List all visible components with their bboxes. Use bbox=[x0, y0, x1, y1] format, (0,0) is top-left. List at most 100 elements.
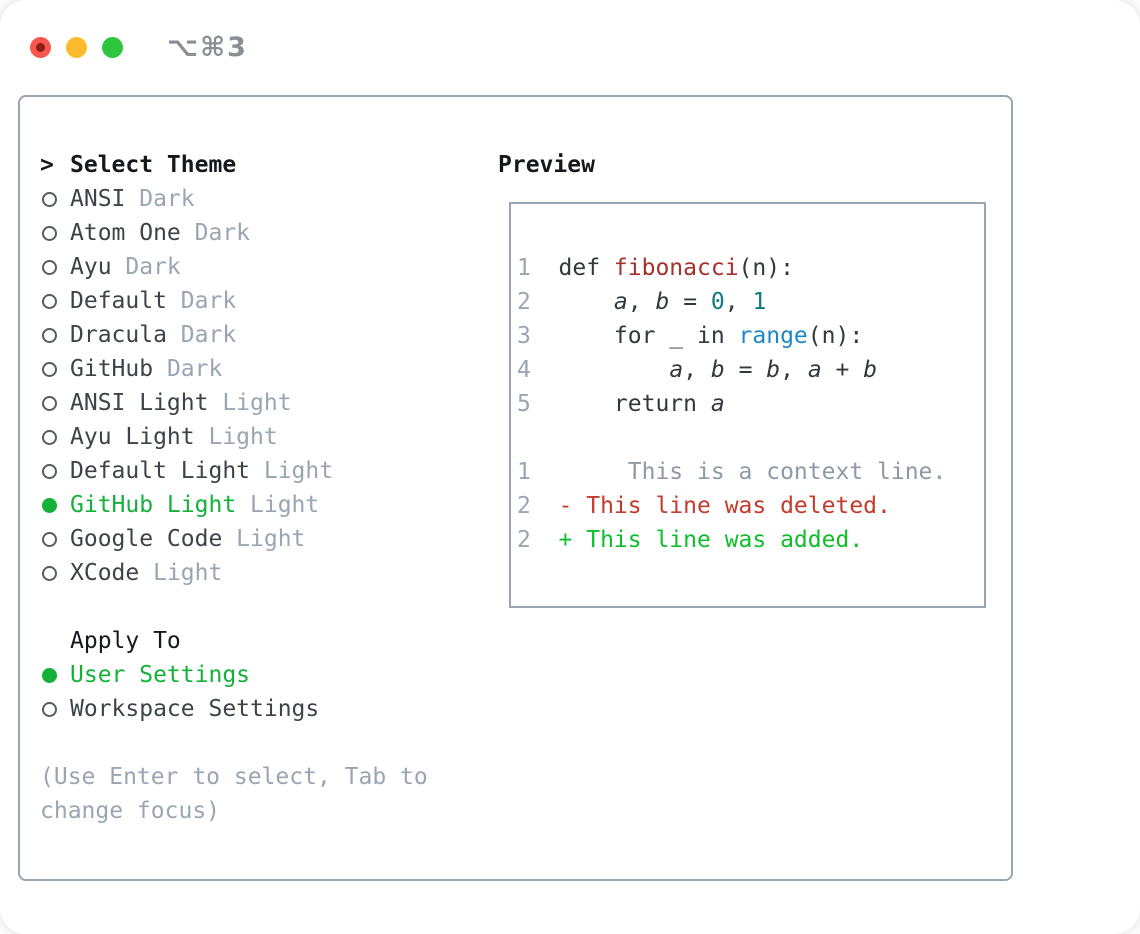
apply-to-header-row: Apply To bbox=[40, 624, 498, 658]
theme-variant: Light bbox=[222, 390, 292, 416]
line-number: 5 bbox=[517, 391, 531, 417]
line-number: 2 bbox=[517, 289, 531, 315]
radio-unselected-icon bbox=[40, 293, 70, 309]
line-number: 1 bbox=[517, 459, 531, 485]
line-number: 2 bbox=[517, 493, 531, 519]
close-button[interactable] bbox=[30, 37, 51, 58]
line-content: a, b = 0, 1 bbox=[613, 289, 767, 315]
prompt-caret: > bbox=[40, 152, 54, 178]
radio-unselected-icon bbox=[40, 395, 70, 411]
apply-option-label: Workspace Settings bbox=[70, 696, 320, 722]
maximize-button[interactable] bbox=[102, 37, 123, 58]
code-line: 5 return a bbox=[517, 387, 984, 421]
theme-option-ayu[interactable]: Ayu Dark bbox=[40, 250, 498, 284]
theme-variant: Dark bbox=[180, 288, 237, 314]
help-line-1: (Use Enter to select, Tab to bbox=[40, 764, 428, 790]
spacer bbox=[40, 590, 498, 624]
line-content: - This line was deleted. bbox=[558, 493, 891, 519]
code-line: 2 a, b = 0, 1 bbox=[517, 285, 984, 319]
theme-name: ANSI bbox=[70, 186, 126, 212]
theme-option-ansi-light[interactable]: ANSI Light Light bbox=[40, 386, 498, 420]
theme-option-xcode[interactable]: XCode Light bbox=[40, 556, 498, 590]
radio-unselected-icon bbox=[40, 701, 70, 717]
theme-variant: Dark bbox=[180, 322, 237, 348]
minimize-button[interactable] bbox=[66, 37, 87, 58]
theme-name: Default Light bbox=[70, 458, 251, 484]
traffic-lights bbox=[30, 37, 123, 58]
theme-option-ayu-light[interactable]: Ayu Light Light bbox=[40, 420, 498, 454]
theme-variant: Light bbox=[250, 492, 320, 518]
theme-option-dracula[interactable]: Dracula Dark bbox=[40, 318, 498, 352]
theme-option-google-code[interactable]: Google Code Light bbox=[40, 522, 498, 556]
close-dot-icon bbox=[36, 43, 45, 52]
preview-header: Preview bbox=[498, 152, 595, 178]
theme-name: Dracula bbox=[70, 322, 167, 348]
theme-variant: Light bbox=[153, 560, 223, 586]
line-number: 2 bbox=[517, 527, 531, 553]
line-content: return a bbox=[558, 391, 725, 417]
code-line: 4 a, b = b, a + b bbox=[517, 353, 984, 387]
theme-variant: Dark bbox=[139, 186, 195, 212]
radio-unselected-icon bbox=[40, 327, 70, 343]
titlebar: ⌥⌘3 bbox=[0, 0, 1140, 69]
select-theme-header: Select Theme bbox=[70, 152, 237, 178]
radio-selected-icon bbox=[40, 497, 70, 513]
spacer bbox=[40, 726, 498, 760]
theme-name: Ayu bbox=[70, 254, 112, 280]
theme-variant: Light bbox=[236, 526, 306, 552]
radio-unselected-icon bbox=[40, 565, 70, 581]
radio-unselected-icon bbox=[40, 429, 70, 445]
help-text: (Use Enter to select, Tab to change focu… bbox=[40, 760, 498, 828]
theme-variant: Dark bbox=[125, 254, 181, 280]
radio-selected-icon bbox=[40, 667, 70, 683]
theme-name: ANSI Light bbox=[70, 390, 209, 416]
code-line: 1 This is a context line. bbox=[517, 455, 984, 489]
theme-option-ansi[interactable]: ANSI Dark bbox=[40, 182, 498, 216]
theme-option-default-light[interactable]: Default Light Light bbox=[40, 454, 498, 488]
theme-variant: Light bbox=[263, 458, 334, 484]
line-number: 4 bbox=[517, 357, 531, 383]
line-content: a, b = b, a + b bbox=[669, 357, 878, 383]
theme-variant: Dark bbox=[194, 220, 251, 246]
line-number: 1 bbox=[517, 255, 531, 281]
radio-unselected-icon bbox=[40, 531, 70, 547]
radio-unselected-icon bbox=[40, 259, 70, 275]
apply-option-label: User Settings bbox=[70, 662, 251, 688]
radio-unselected-icon bbox=[40, 225, 70, 241]
code-line: 1 def fibonacci(n): bbox=[517, 251, 984, 285]
theme-variant: Dark bbox=[166, 356, 223, 382]
code-line: 2 + This line was added. bbox=[517, 523, 984, 557]
theme-name: XCode bbox=[70, 560, 140, 586]
radio-unselected-icon bbox=[40, 361, 70, 377]
code-line: 3 for _ in range(n): bbox=[517, 319, 984, 353]
theme-variant: Light bbox=[208, 424, 278, 450]
line-content: + This line was added. bbox=[558, 527, 864, 553]
theme-name: Ayu Light bbox=[70, 424, 195, 450]
line-content: def fibonacci(n): bbox=[558, 255, 794, 281]
apply-option-user-settings[interactable]: User Settings bbox=[40, 658, 498, 692]
window-title: ⌥⌘3 bbox=[167, 31, 248, 63]
help-line-2: change focus) bbox=[40, 798, 221, 824]
select-theme-header-row: > Select Theme bbox=[40, 148, 498, 182]
line-number: 3 bbox=[517, 323, 531, 349]
line-content: for _ in range(n): bbox=[558, 323, 864, 349]
radio-unselected-icon bbox=[40, 463, 70, 479]
apply-to-header: Apply To bbox=[70, 628, 181, 654]
theme-name: Google Code bbox=[70, 526, 223, 552]
theme-name: GitHub Light bbox=[70, 492, 237, 518]
theme-option-github-light[interactable]: GitHub Light Light bbox=[40, 488, 498, 522]
code-line: 2 - This line was deleted. bbox=[517, 489, 984, 523]
apply-option-workspace-settings[interactable]: Workspace Settings bbox=[40, 692, 498, 726]
code-line bbox=[517, 421, 984, 455]
line-number bbox=[517, 421, 559, 455]
